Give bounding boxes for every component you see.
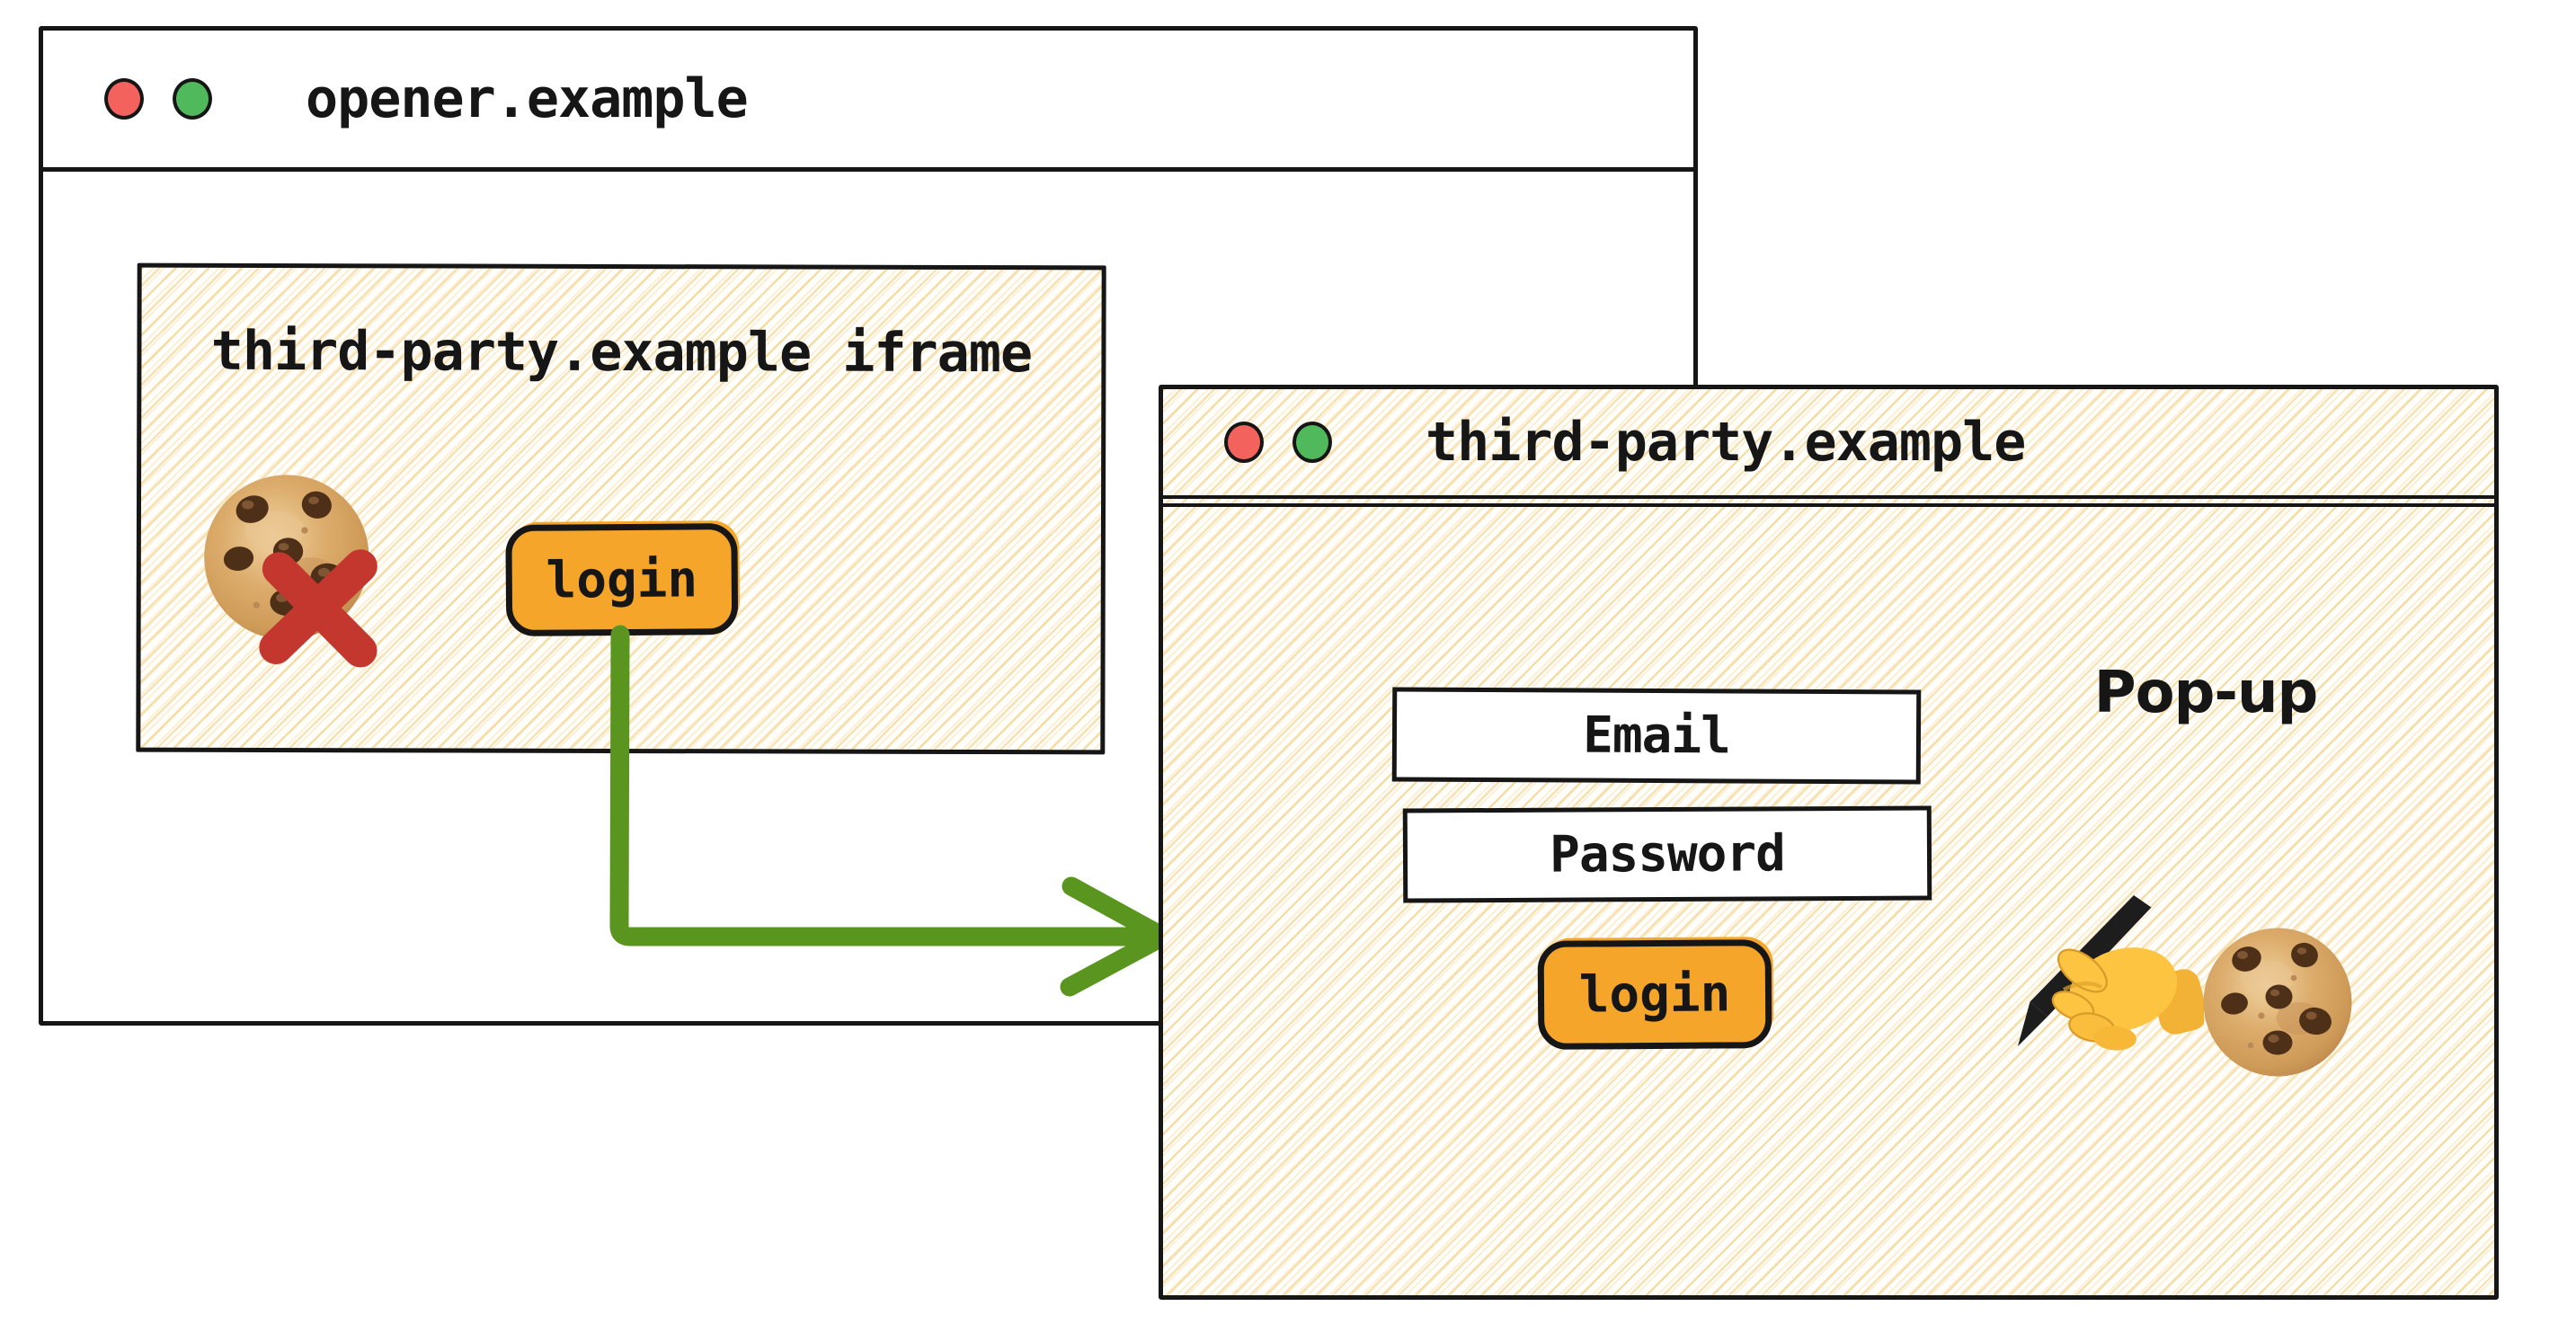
close-button-icon[interactable] — [1224, 422, 1264, 463]
zoom-button-icon[interactable] — [1292, 422, 1332, 463]
email-field[interactable]: Email — [1391, 687, 1922, 785]
popup-titlebar: third-party.example — [1163, 389, 2494, 507]
popup-label: Pop-up — [2093, 660, 2319, 726]
popup-login-button[interactable]: login — [1537, 939, 1772, 1050]
iframe-label: third-party.example iframe — [210, 319, 1033, 386]
iframe-login-button[interactable]: login — [505, 522, 739, 637]
blocked-cross-icon — [247, 534, 393, 680]
writing-hand-icon — [2015, 893, 2204, 1081]
opener-titlebar: opener.example — [43, 31, 1693, 172]
close-button-icon[interactable] — [104, 78, 144, 120]
third-party-iframe: third-party.example iframe login — [136, 262, 1106, 755]
popup-window: third-party.example Pop-up Email Passwor… — [1159, 385, 2499, 1300]
cookie-icon — [2197, 921, 2358, 1083]
password-field[interactable]: Password — [1402, 805, 1932, 903]
popup-window-title: third-party.example — [1426, 411, 2026, 474]
zoom-button-icon[interactable] — [173, 78, 212, 120]
opener-window-title: opener.example — [306, 67, 749, 130]
